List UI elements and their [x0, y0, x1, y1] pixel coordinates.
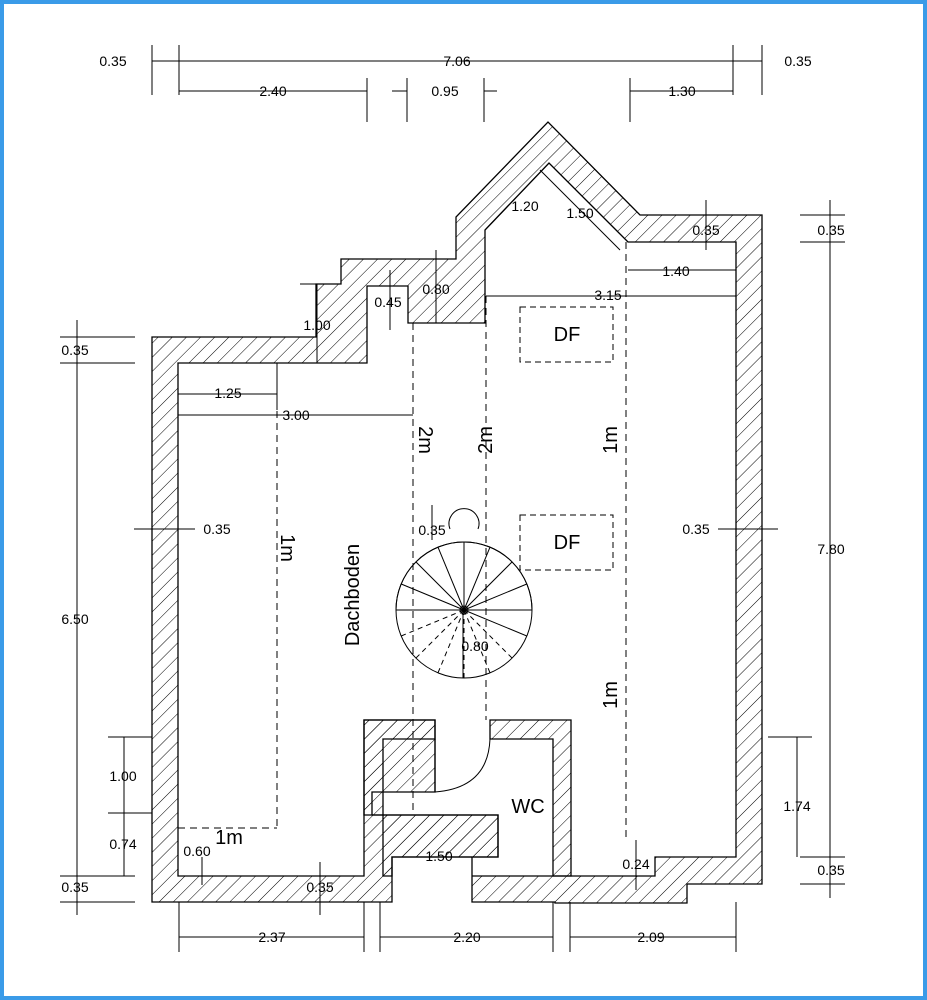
stair-step [463, 609, 527, 637]
dim-left-bottom-wall: 0.35 [61, 879, 88, 895]
dim-top-left-offset: 0.35 [99, 53, 126, 69]
dim-right-top-wall: 0.35 [817, 222, 844, 238]
height-label-mid-b: 2m [475, 426, 497, 454]
height-label-right-bottom: 1m [600, 681, 622, 709]
dim-wall-upper-right: 0.35 [692, 222, 719, 238]
dim-right-bottom-wall: 0.35 [817, 862, 844, 878]
skylight-label-lower: DF [554, 532, 581, 554]
dim-top-right-offset: 0.35 [784, 53, 811, 69]
skylight-lower [519, 514, 614, 571]
dim-gable-right: 1.50 [566, 205, 593, 221]
stair-step [463, 547, 491, 611]
stair-step [415, 561, 465, 611]
skylight-upper [519, 306, 614, 363]
dim-right-seg: 1.74 [783, 798, 810, 814]
dim-right-small: 0.24 [622, 856, 649, 872]
dim-bottom-seg-2: 2.20 [453, 929, 480, 945]
dim-left-seg-1: 1.00 [109, 768, 136, 784]
stair-step [437, 609, 465, 673]
spiral-staircase [395, 508, 533, 679]
room-label-attic: Dachboden [342, 544, 364, 646]
skylight-label-upper: DF [554, 324, 581, 346]
dim-wc-width: 1.50 [425, 848, 452, 864]
dim-step-c: 1.00 [303, 317, 330, 333]
dim-right-overall: 7.80 [817, 541, 844, 557]
stair-step [415, 609, 465, 659]
walls-hatched [151, 121, 763, 904]
dim-left-top-wall: 0.35 [61, 342, 88, 358]
stair-step [401, 583, 465, 611]
dim-top-seg-1: 2.40 [259, 83, 286, 99]
dim-right-offset: 1.40 [662, 263, 689, 279]
dim-stair-radius: 0.80 [461, 638, 488, 654]
dim-left-seg-3: 0.60 [183, 843, 210, 859]
dimension-lines [60, 45, 845, 952]
dim-inner-width-right: 3.15 [594, 287, 621, 303]
dim-wall-left: 0.35 [203, 521, 230, 537]
dim-step-a: 0.45 [374, 294, 401, 310]
stair-step [401, 609, 465, 637]
room-label-wc: WC [511, 796, 544, 818]
wc-lower-wall [382, 814, 499, 877]
dim-top-seg-2: 0.95 [431, 83, 458, 99]
stair-step [463, 583, 527, 611]
dim-bottom-wall: 0.35 [306, 879, 333, 895]
dim-inner-seg-left: 1.25 [214, 385, 241, 401]
dim-bottom-seg-3: 2.09 [637, 929, 664, 945]
height-label-left: 1m [276, 534, 298, 562]
dim-gable-left: 1.20 [511, 198, 538, 214]
dim-left-seg-2: 0.74 [109, 836, 136, 852]
stair-step [463, 609, 491, 673]
height-label-mid-a: 2m [414, 426, 436, 454]
dim-left-overall: 6.50 [61, 611, 88, 627]
dim-top-seg-3: 1.30 [668, 83, 695, 99]
stair-step [463, 609, 513, 659]
stair-step [463, 561, 513, 611]
height-lines [178, 242, 627, 840]
dim-bottom-seg-1: 2.37 [258, 929, 285, 945]
stair-step [437, 547, 465, 611]
dim-inner-width-left: 3.00 [282, 407, 309, 423]
dim-stair-offset: 0.35 [418, 522, 445, 538]
dimension-labels: 7.06 0.35 0.35 2.40 0.95 1.30 1.20 1.50 … [61, 53, 844, 945]
height-label-right-top: 1m [600, 426, 622, 454]
dim-wall-right: 0.35 [682, 521, 709, 537]
dim-step-b: 0.80 [422, 281, 449, 297]
height-label-bottom: 1m [215, 827, 243, 849]
wc-door-swing [434, 738, 491, 793]
dim-top-overall: 7.06 [443, 53, 470, 69]
